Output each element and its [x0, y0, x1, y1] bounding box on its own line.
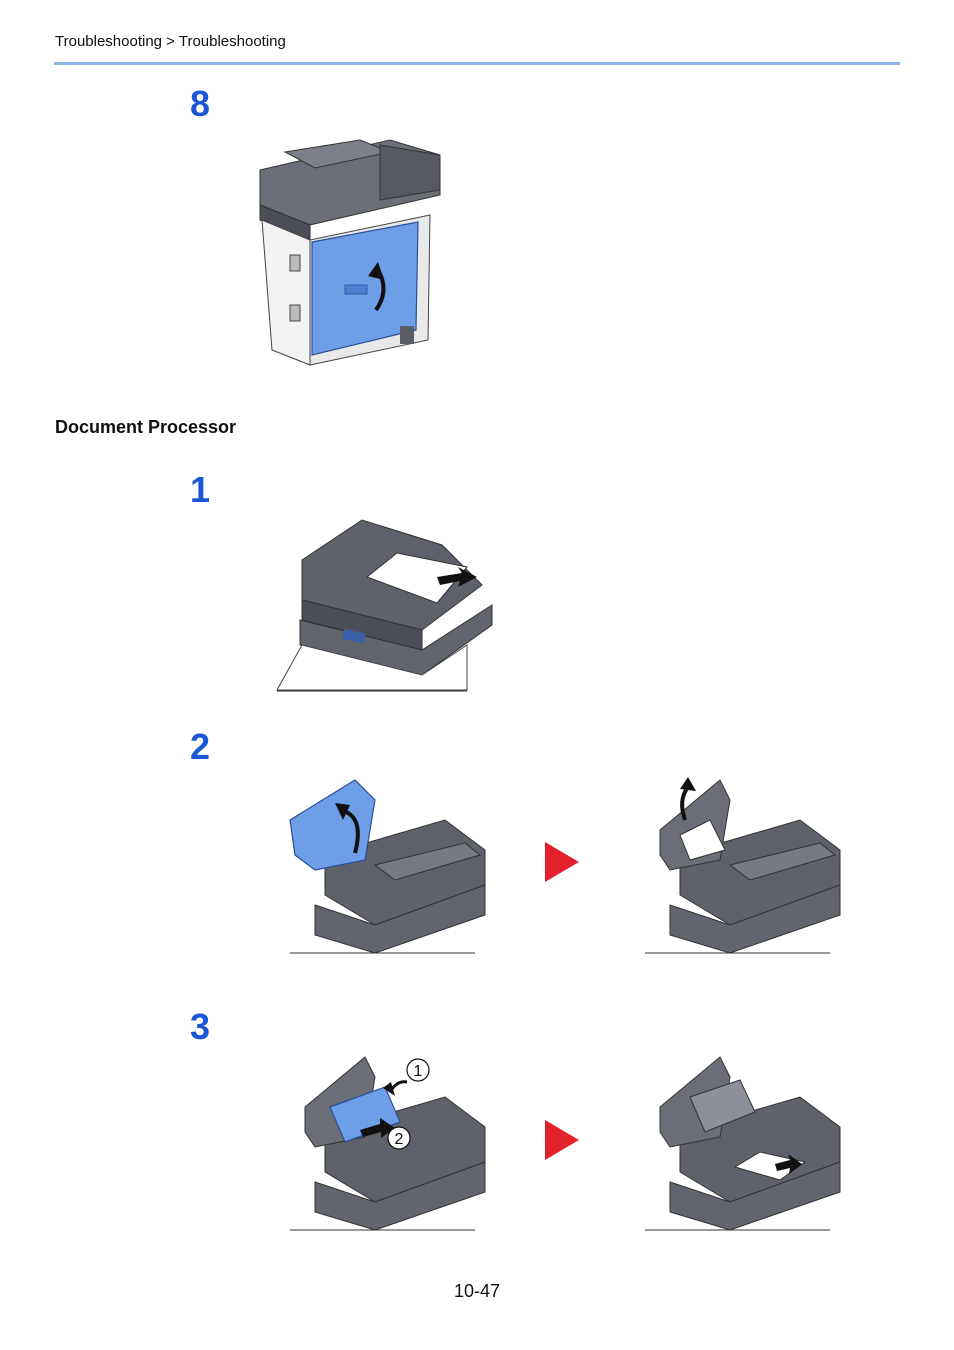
callout-2-circle [387, 1126, 411, 1150]
callout-1: 1 [414, 1063, 423, 1080]
illustration-open-inner-cover: 1 2 [290, 1056, 486, 1231]
header-rule [54, 62, 900, 65]
step-number-8: 8 [190, 83, 211, 124]
illustration-close-rear-cover [259, 139, 441, 366]
illustration-remove-originals [276, 519, 493, 692]
callout-1-circle [406, 1058, 430, 1082]
callout-2: 2 [395, 1131, 404, 1148]
section-title: Document Processor [55, 417, 237, 437]
page-number: 10-47 [453, 1281, 501, 1301]
next-arrow-icon [545, 842, 579, 882]
step-number-2: 2 [190, 726, 211, 767]
illustration-pull-out-paper [645, 1056, 841, 1231]
step-number-3: 3 [190, 1006, 211, 1047]
breadcrumb: Troubleshooting > Troubleshooting [55, 33, 286, 50]
step-number-1: 1 [190, 469, 211, 510]
next-arrow-icon [545, 1120, 579, 1160]
illustration-remove-jammed-paper [645, 777, 841, 954]
illustration-open-left-cover [289, 779, 486, 954]
